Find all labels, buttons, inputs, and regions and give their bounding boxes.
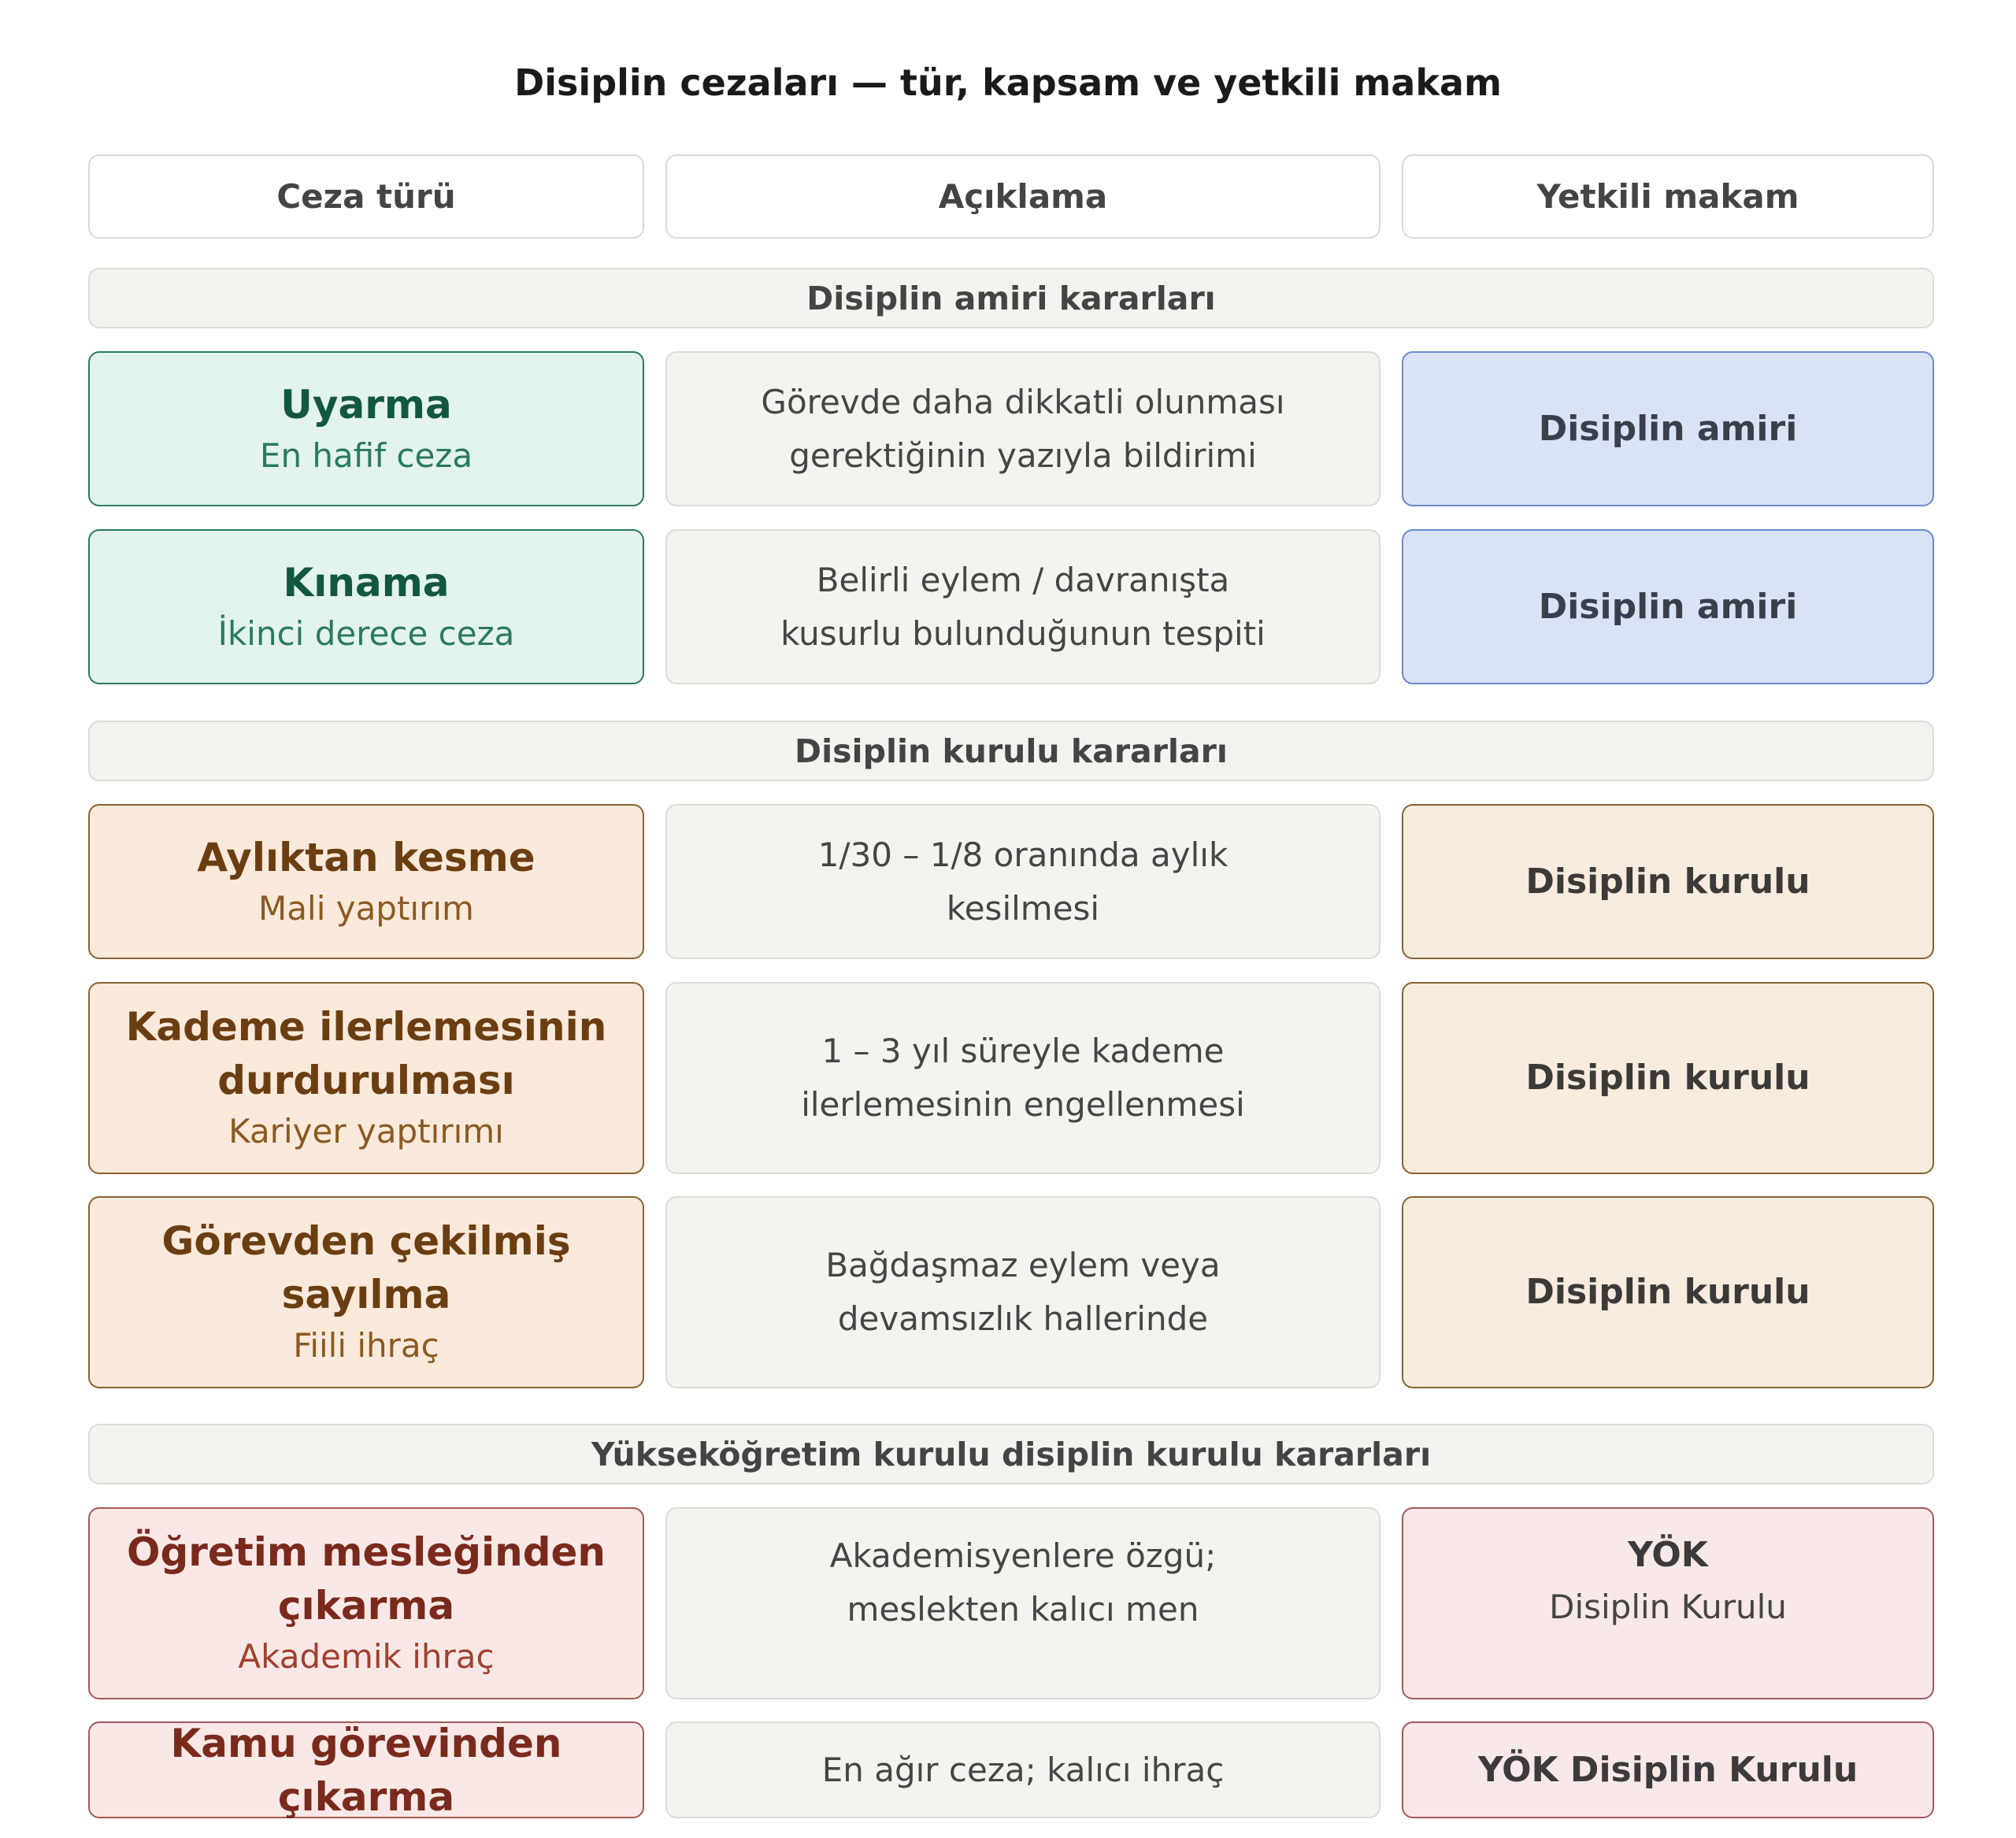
authority-label: Disiplin amiri xyxy=(1538,408,1798,449)
penalty-name: Kamu görevinden çıkarma xyxy=(170,1720,562,1820)
description-line: ilerlemesinin engellenmesi xyxy=(801,1085,1245,1124)
authority-label: Disiplin kurulu xyxy=(1525,861,1810,902)
description-line: meslekten kalıcı men xyxy=(847,1590,1199,1629)
authority-sublabel: Disiplin Kurulu xyxy=(1549,1588,1787,1626)
penalty-uyarma: Uyarma En hafif ceza xyxy=(88,351,644,506)
authority-label: YÖK Disiplin Kurulu xyxy=(1477,1749,1858,1790)
group-yok-disiplin-kurulu: Yükseköğretim kurulu disiplin kurulu kar… xyxy=(88,1424,1934,1484)
authority-ogretim-meslegi: YÖK Disiplin Kurulu xyxy=(1402,1507,1934,1699)
description-uyarma: Görevde daha dikkatli olunması gerektiği… xyxy=(665,351,1380,506)
authority-uyarma: Disiplin amiri xyxy=(1402,351,1934,506)
description-line: gerektiğinin yazıyla bildirimi xyxy=(789,435,1257,475)
description-ogretim-meslegi: Akademisyenlere özgü; meslekten kalıcı m… xyxy=(665,1507,1380,1699)
penalty-subtitle: En hafif ceza xyxy=(259,435,473,475)
authority-gorevden-cekilmis: Disiplin kurulu xyxy=(1402,1196,1934,1388)
penalty-name: Kademe ilerlemesinin xyxy=(125,1004,607,1050)
header-yetkili-makam: Yetkili makam xyxy=(1402,154,1934,239)
description-gorevden-cekilmis: Bağdaşmaz eylem veya devamsızlık halleri… xyxy=(665,1196,1380,1388)
penalty-name: Uyarma xyxy=(280,381,452,428)
penalty-kinama: Kınama İkinci derece ceza xyxy=(88,529,644,684)
penalty-subtitle: İkinci derece ceza xyxy=(217,613,515,653)
diagram-title: Disiplin cezaları — tür, kapsam ve yetki… xyxy=(514,61,1502,104)
penalty-name: Aylıktan kesme xyxy=(197,834,536,880)
penalty-subtitle: Mali yaptırım xyxy=(258,888,474,928)
penalty-kamu-gorevinden: Kamu görevinden çıkarma xyxy=(88,1721,644,1820)
penalty-gorevden-cekilmis: Görevden çekilmiş sayılma Fiili ihraç xyxy=(88,1196,644,1388)
description-line: Akademisyenlere özgü; xyxy=(829,1536,1217,1575)
authority-kademe-durdurma: Disiplin kurulu xyxy=(1402,982,1934,1174)
penalty-name: Kınama xyxy=(283,559,450,606)
penalty-name: çıkarma xyxy=(277,1583,455,1629)
description-line: Belirli eylem / davranışta xyxy=(816,560,1230,599)
penalty-ayliktan-kesme: Aylıktan kesme Mali yaptırım xyxy=(88,804,644,959)
penalty-name: durdurulması xyxy=(217,1058,515,1103)
description-line: kusurlu bulunduğunun tespiti xyxy=(780,613,1266,653)
penalty-subtitle: Akademik ihraç xyxy=(238,1637,495,1676)
description-line: En ağır ceza; kalıcı ihraç xyxy=(821,1750,1225,1789)
authority-label: Disiplin kurulu xyxy=(1525,1272,1810,1312)
description-line: 1 – 3 yıl süreyle kademe xyxy=(821,1032,1225,1070)
description-line: Bağdaşmaz eylem veya xyxy=(825,1246,1221,1284)
penalty-ogretim-meslegi: Öğretim mesleğinden çıkarma Akademik ihr… xyxy=(88,1507,644,1699)
header-ceza-turu: Ceza türü xyxy=(88,154,644,239)
header-aciklama: Açıklama xyxy=(665,154,1380,239)
authority-kamu-gorevinden: YÖK Disiplin Kurulu xyxy=(1402,1721,1934,1818)
penalty-subtitle: Kariyer yaptırımı xyxy=(228,1112,504,1151)
authority-ayliktan-kesme: Disiplin kurulu xyxy=(1402,804,1934,959)
description-kamu-gorevinden: En ağır ceza; kalıcı ihraç xyxy=(665,1721,1380,1818)
authority-label: Disiplin amiri xyxy=(1538,586,1798,627)
authority-label: YÖK xyxy=(1628,1535,1708,1575)
description-line: 1/30 – 1/8 oranında aylık xyxy=(817,835,1228,874)
penalty-kademe-durdurma: Kademe ilerlemesinin durdurulması Kariye… xyxy=(88,982,644,1174)
group-disiplin-kurulu: Disiplin kurulu kararları xyxy=(88,721,1934,781)
penalty-name: Öğretim mesleğinden xyxy=(126,1529,606,1575)
penalty-name: sayılma xyxy=(281,1272,451,1317)
penalty-subtitle: Fiili ihraç xyxy=(293,1326,439,1365)
description-line: devamsızlık hallerinde xyxy=(837,1299,1209,1338)
authority-kinama: Disiplin amiri xyxy=(1402,529,1934,684)
description-line: Görevde daha dikkatli olunması xyxy=(761,382,1285,421)
description-line: kesilmesi xyxy=(946,888,1100,928)
penalty-name: Görevden çekilmiş xyxy=(161,1218,571,1264)
description-ayliktan-kesme: 1/30 – 1/8 oranında aylık kesilmesi xyxy=(665,804,1380,959)
authority-label: Disiplin kurulu xyxy=(1525,1058,1810,1098)
group-disiplin-amiri: Disiplin amiri kararları xyxy=(88,268,1934,328)
description-kademe-durdurma: 1 – 3 yıl süreyle kademe ilerlemesinin e… xyxy=(665,982,1380,1174)
description-kinama: Belirli eylem / davranışta kusurlu bulun… xyxy=(665,529,1380,684)
